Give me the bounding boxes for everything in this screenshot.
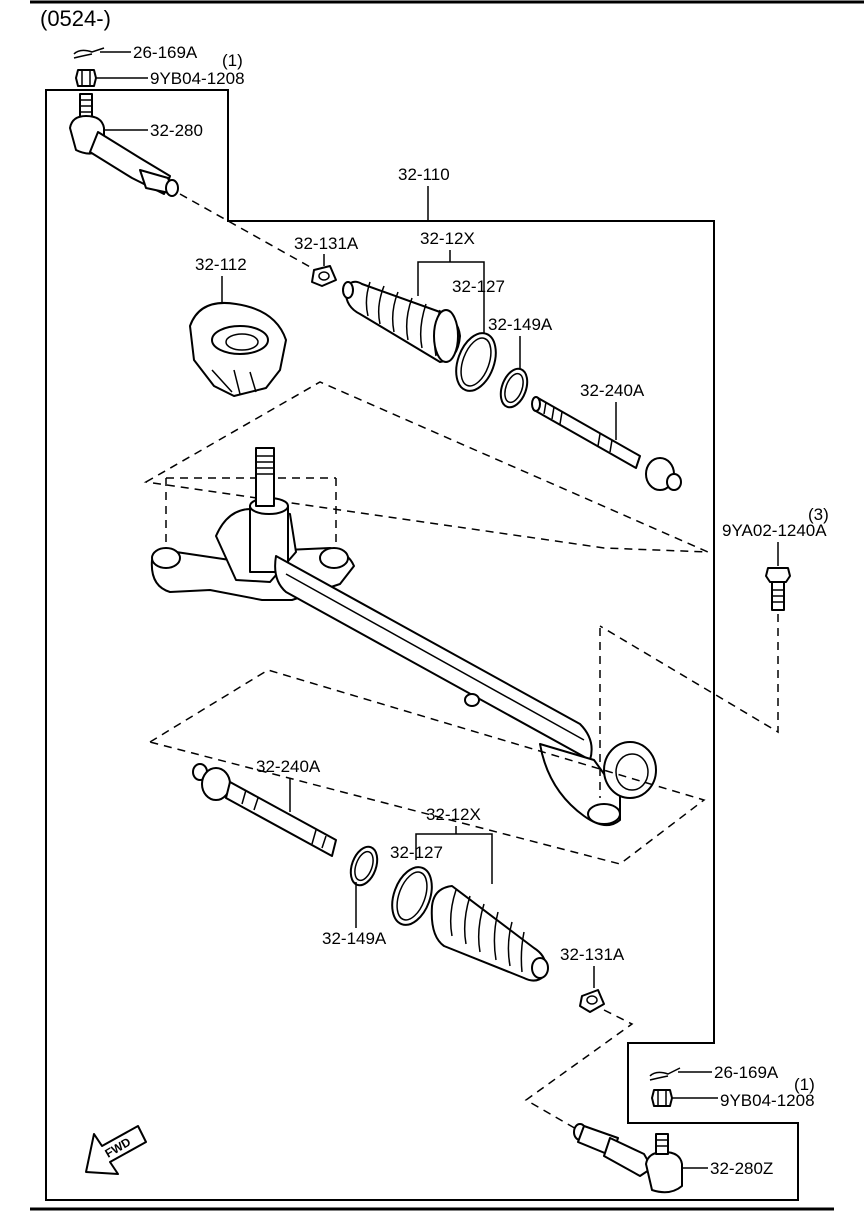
castle-nut-top: [75, 69, 97, 87]
dash-upper-mount-plane: [143, 381, 709, 553]
clip-top: [311, 265, 337, 287]
callout-boot-band-bottom: 32-127: [390, 843, 443, 862]
dash-tie-rod-end-to-clip: [179, 193, 313, 269]
callout-bolt: 9YA02-1240A: [722, 521, 827, 540]
fwd-arrow-icon: FWD: [85, 1125, 147, 1175]
callout-clip-top: 32-131A: [294, 234, 359, 253]
ring-bottom: [349, 845, 379, 887]
callout-nut-top-qty: (1): [222, 51, 243, 70]
callout-ring-top: 32-149A: [488, 315, 553, 334]
callout-tie-rod-end-right: 32-280Z: [710, 1159, 773, 1178]
dash-bolt: [599, 614, 779, 734]
boot-top: [342, 280, 461, 363]
tie-rod-end-left: [69, 93, 179, 197]
callout-nut-bottom: 9YB04-1208: [720, 1091, 815, 1110]
dash-clip-to-tie-rod-end: [524, 1009, 634, 1131]
callout-nut-top: 9YB04-1208: [150, 69, 245, 88]
boot-band-bottom: [391, 866, 433, 926]
callout-boot-set-bottom: 32-12X: [426, 805, 481, 824]
callout-gear-assembly: 32-110: [398, 165, 450, 184]
callout-boot-set-top: 32-12X: [420, 229, 475, 248]
date-code: (0524-): [40, 6, 111, 31]
dash-lower-mount-plane: [148, 669, 706, 865]
callout-tie-rod-top: 32-240A: [580, 381, 645, 400]
callout-cotter-pin-top: 26-169A: [133, 43, 198, 62]
callout-mount-rubber: 32-112: [195, 255, 247, 274]
boot-bottom: [430, 885, 549, 982]
assembly-frame: [45, 89, 799, 1201]
cotter-pin-bottom: [649, 1067, 681, 1081]
callout-tie-rod-bottom: 32-240A: [256, 757, 321, 776]
callout-tie-rod-end-left: 32-280: [150, 121, 203, 140]
callout-ring-bottom: 32-149A: [322, 929, 387, 948]
tie-rod-bottom: [192, 763, 337, 857]
bolt: [765, 567, 791, 611]
callout-bolt-qty: (3): [808, 505, 829, 524]
castle-nut-bottom: [651, 1089, 673, 1107]
ring-top: [499, 367, 529, 409]
callout-cotter-pin-bottom: 26-169A: [714, 1063, 779, 1082]
mount-rubber: [189, 302, 287, 397]
clip-bottom: [579, 989, 605, 1013]
cotter-pin-top: [73, 47, 105, 59]
callout-boot-band-top: 32-127: [452, 277, 505, 296]
rack-housing: [150, 447, 657, 827]
callout-nut-bottom-qty: (1): [794, 1075, 815, 1094]
callout-clip-bottom: 32-131A: [560, 945, 625, 964]
tie-rod-end-right: [573, 1123, 683, 1194]
boot-band-top: [455, 332, 497, 392]
tie-rod-top: [531, 396, 682, 491]
